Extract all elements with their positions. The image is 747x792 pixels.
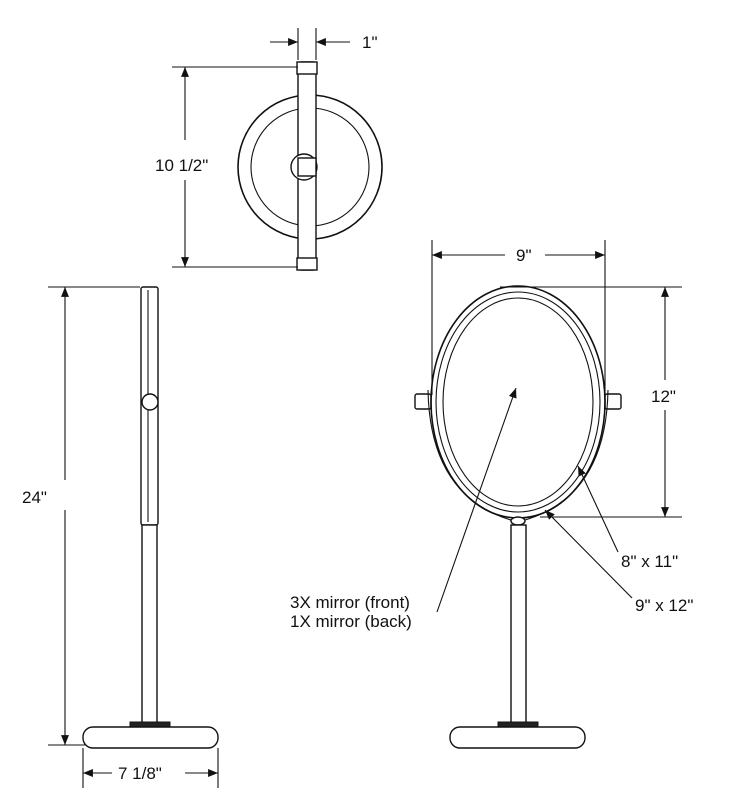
top-view: 1" 10 1/2" bbox=[155, 28, 383, 271]
front-view: 9" 12" 8" x 11" 9" x 12" 3X mirror (fron… bbox=[290, 240, 693, 749]
depth-label: 1" bbox=[362, 33, 378, 52]
height-label: 24" bbox=[22, 488, 47, 507]
pole-joint bbox=[510, 516, 526, 526]
top-pivot bbox=[296, 61, 318, 75]
base bbox=[449, 726, 586, 749]
inner-mirror-size-label: 8" x 11" bbox=[621, 552, 678, 571]
leader-line bbox=[577, 465, 619, 553]
diameter-label: 10 1/2" bbox=[155, 156, 208, 175]
mirror-outer-oval bbox=[430, 285, 606, 519]
pivot-knob bbox=[141, 393, 159, 411]
width-label: 9" bbox=[516, 246, 532, 265]
mirror-inner-oval bbox=[442, 297, 594, 507]
leader-line bbox=[436, 387, 517, 613]
base-plate bbox=[129, 721, 171, 728]
outer-mirror-size-label: 9" x 12" bbox=[635, 596, 693, 615]
mirror-back-label: 1X mirror (back) bbox=[290, 612, 412, 631]
side-view: 24" 7 1/8" bbox=[22, 286, 219, 788]
pole bbox=[141, 524, 158, 726]
mirror-rim bbox=[435, 291, 601, 513]
pole bbox=[510, 524, 527, 726]
base-width-label: 7 1/8" bbox=[118, 764, 162, 783]
yoke bbox=[427, 389, 609, 523]
base-plate bbox=[497, 721, 539, 728]
mirror-height-label: 12" bbox=[651, 387, 676, 406]
mirror-front-label: 3X mirror (front) bbox=[290, 593, 410, 612]
base bbox=[82, 726, 219, 749]
bottom-pivot bbox=[296, 257, 318, 271]
leader-line bbox=[544, 509, 633, 599]
knob-hub bbox=[297, 157, 317, 177]
